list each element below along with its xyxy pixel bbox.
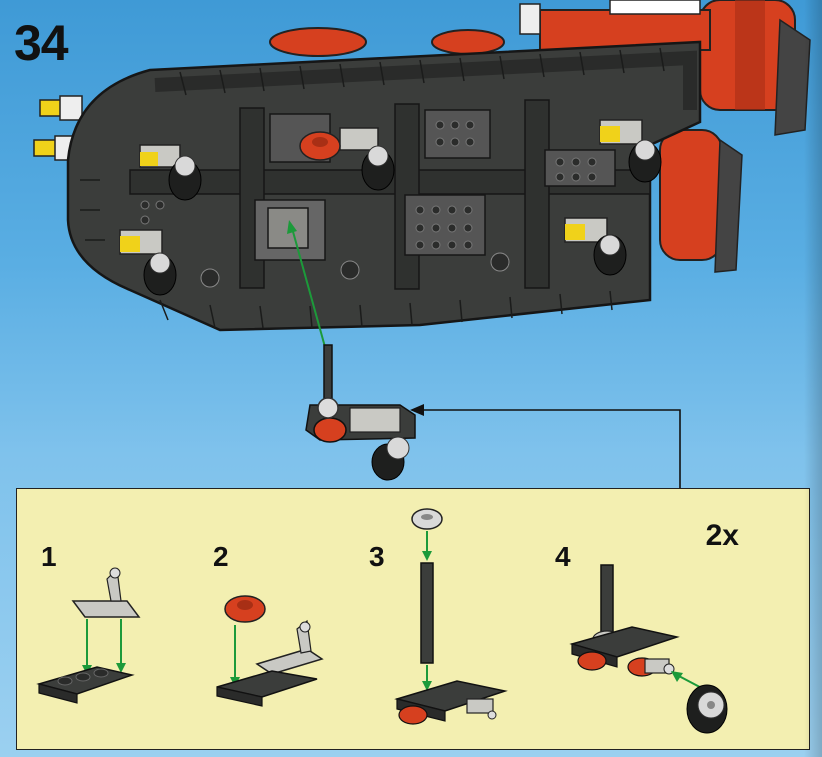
- sub-step-1-illustration: [39, 568, 139, 703]
- sub-step-3-illustration: [397, 509, 505, 724]
- rear-propeller-bottom: [660, 130, 742, 272]
- sub-step-4-illustration: [572, 565, 727, 733]
- page-edge-shadow: [804, 0, 822, 757]
- red-turntable-hull: [300, 132, 340, 160]
- sub-assembly-illustrations: [17, 489, 811, 751]
- sub-assembly-panel: 2x 1 2 3 4: [16, 488, 810, 750]
- sub-step-2-illustration: [217, 596, 322, 706]
- callout-arrow: [420, 410, 680, 488]
- step-number: 34: [14, 14, 68, 72]
- rear-propeller-top: [700, 0, 810, 135]
- wheel-assembly-result: [306, 345, 415, 480]
